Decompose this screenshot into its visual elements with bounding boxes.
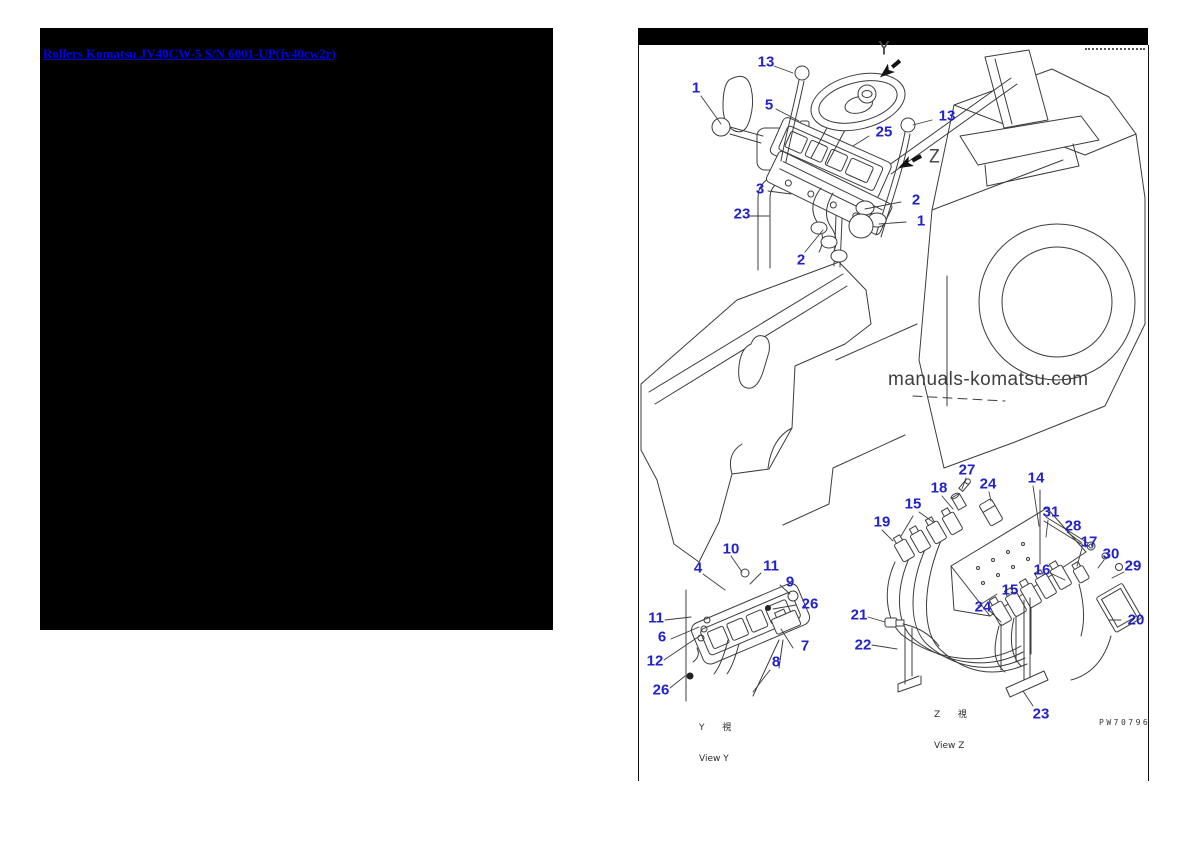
view-direction-letter-y: Y	[878, 37, 890, 60]
callout-26: 26	[801, 595, 819, 613]
callout-8: 8	[771, 653, 781, 671]
callout-28: 28	[1064, 517, 1082, 535]
view-y-detail-linework	[685, 568, 811, 702]
callout-11: 11	[763, 557, 779, 575]
callout-24: 24	[974, 598, 992, 616]
callout-7: 7	[800, 637, 810, 655]
view-z-label-en: View Z	[934, 740, 965, 751]
callout-21: 21	[850, 606, 868, 624]
diagram-panel: manuals-komatsu.com Y 視 View Y Z 視 View …	[633, 28, 1149, 781]
callout-leader-lines	[663, 65, 1125, 707]
callout-22: 22	[854, 636, 872, 654]
top-bar-tick-marks	[1085, 48, 1145, 50]
callout-5: 5	[764, 96, 774, 114]
diagram-right-border	[1148, 45, 1149, 781]
callout-15: 15	[904, 495, 922, 513]
callout-31: 31	[1042, 503, 1060, 521]
callout-29: 29	[1124, 557, 1142, 575]
callout-23: 23	[1032, 705, 1050, 723]
callout-2: 2	[796, 251, 806, 269]
view-z-label: Z 視 View Z	[934, 689, 971, 772]
callout-17: 17	[1080, 533, 1098, 551]
callout-1: 1	[691, 79, 701, 97]
watermark-text: manuals-komatsu.com	[888, 369, 1089, 390]
callout-16: 16	[1033, 561, 1051, 579]
callout-13: 13	[757, 53, 775, 71]
callout-9: 9	[785, 573, 795, 591]
view-y-label-en: View Y	[699, 753, 729, 764]
callout-26: 26	[652, 681, 670, 699]
view-z-label-jp: Z 視	[934, 709, 971, 720]
parts-diagram-artwork	[640, 49, 1146, 707]
view-y-arrow-icon	[879, 59, 902, 78]
callout-10: 10	[722, 540, 740, 558]
callout-18: 18	[930, 479, 948, 497]
manual-title-link[interactable]: Rollers Komatsu JV40CW-5 S/N 6001-UP(jv4…	[43, 46, 336, 61]
callout-20: 20	[1127, 611, 1145, 629]
callout-1: 1	[916, 212, 926, 230]
figure-code: PW70796	[1099, 718, 1151, 727]
left-black-panel: Rollers Komatsu JV40CW-5 S/N 6001-UP(jv4…	[40, 28, 553, 630]
callout-13: 13	[938, 107, 956, 125]
callout-19: 19	[873, 513, 891, 531]
callout-30: 30	[1102, 545, 1120, 563]
callout-24: 24	[979, 475, 997, 493]
callout-11: 11	[648, 609, 664, 627]
view-y-label-jp: Y 視	[699, 722, 736, 733]
callout-15: 15	[1001, 581, 1019, 599]
machine-body-linework	[640, 49, 1146, 563]
callout-14: 14	[1027, 469, 1045, 487]
callout-2: 2	[911, 191, 921, 209]
view-z-arrow-icon	[898, 154, 923, 169]
callout-12: 12	[646, 652, 664, 670]
callout-4: 4	[693, 559, 703, 577]
view-y-label: Y 視 View Y	[699, 702, 735, 785]
view-z-detail-linework	[884, 478, 1142, 698]
diagram-left-border	[638, 45, 639, 781]
callout-25: 25	[875, 123, 893, 141]
diagram-top-bar	[638, 28, 1148, 45]
view-direction-letter-z: Z	[928, 145, 940, 168]
callout-3: 3	[755, 180, 765, 198]
callout-6: 6	[657, 628, 667, 646]
callout-27: 27	[958, 461, 976, 479]
callout-23: 23	[733, 205, 751, 223]
